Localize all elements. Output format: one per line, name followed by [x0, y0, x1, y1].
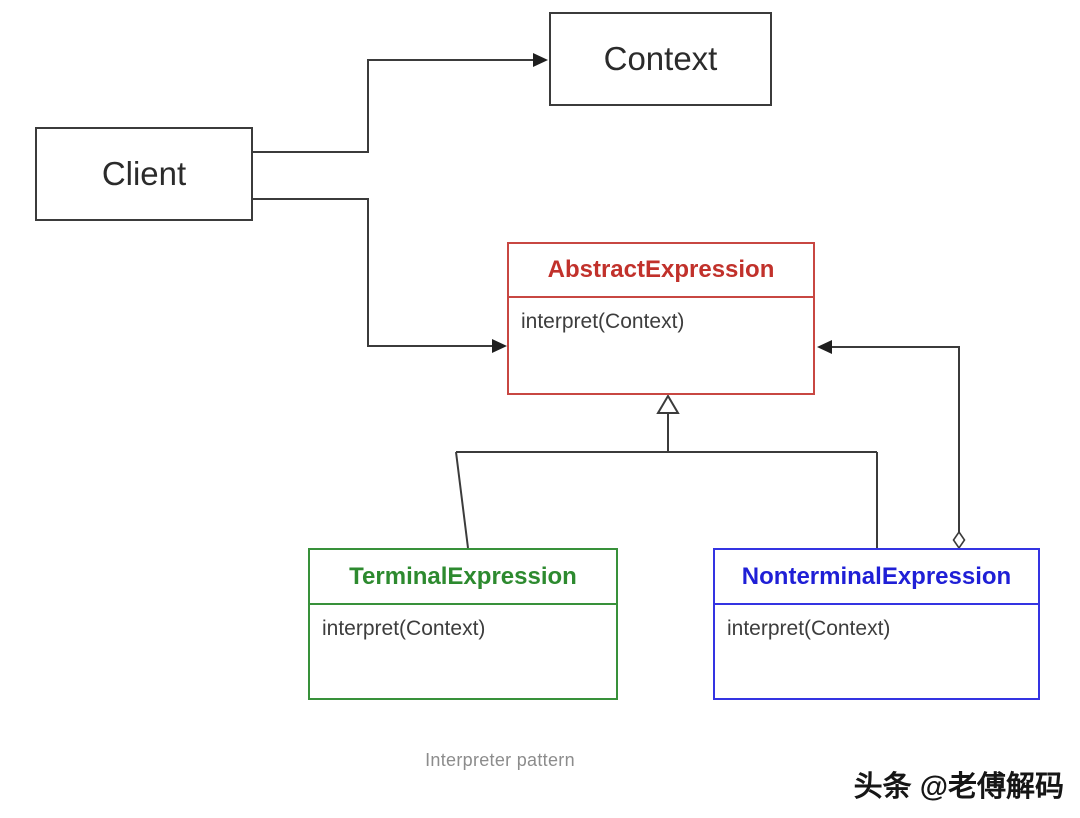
node-context: Context — [549, 12, 772, 106]
node-terminal-expression: TerminalExpression interpret(Context) — [308, 548, 618, 700]
node-terminal-expression-title: TerminalExpression — [310, 550, 616, 605]
node-abstract-expression-method: interpret(Context) — [521, 310, 685, 333]
generalization-triangle-icon — [656, 394, 680, 414]
node-abstract-expression-title: AbstractExpression — [509, 244, 813, 298]
node-client-label: Client — [101, 155, 187, 192]
node-client: Client — [35, 127, 253, 221]
node-nonterminal-expression-method: interpret(Context) — [727, 617, 891, 640]
edge-nonterminal-to-abstract-expression — [831, 346, 960, 533]
node-nonterminal-expression-title: NonterminalExpression — [715, 550, 1038, 605]
node-abstract-expression: AbstractExpression interpret(Context) — [507, 242, 815, 395]
node-context-label: Context — [603, 40, 718, 77]
arrowhead-into-abstract-left-icon — [492, 339, 507, 353]
diagram-caption: Interpreter pattern — [425, 750, 575, 770]
edge-terminal-branch — [455, 451, 469, 549]
arrowhead-into-context-icon — [533, 53, 548, 67]
node-terminal-expression-method: interpret(Context) — [322, 617, 486, 640]
edge-client-to-abstract-expression — [253, 198, 493, 347]
arrowhead-into-abstract-right-icon — [817, 340, 832, 354]
aggregation-diamond-icon — [952, 530, 966, 550]
node-nonterminal-expression: NonterminalExpression interpret(Context) — [713, 548, 1040, 700]
watermark-text: 头条 @老傅解码 — [853, 771, 1064, 803]
edge-client-to-context — [253, 59, 534, 153]
